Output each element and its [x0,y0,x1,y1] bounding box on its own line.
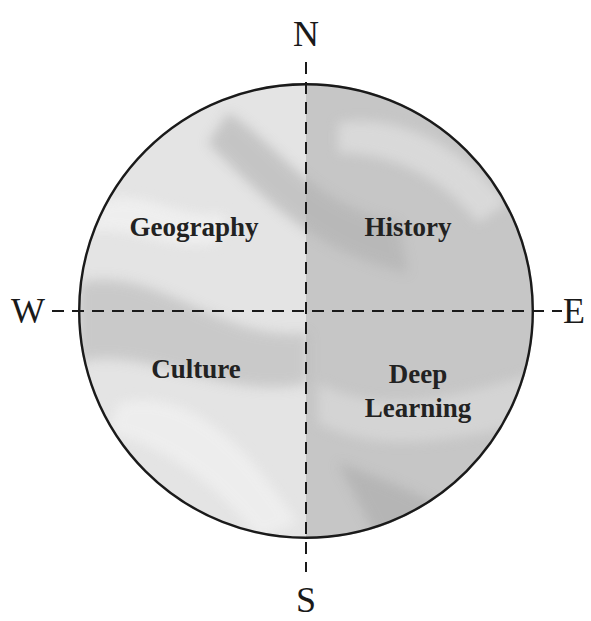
quadrant-label: Geography [129,211,258,245]
compass-letter: E [563,293,585,329]
quadrant-label: Culture [151,353,241,387]
quadrant-label: History [365,211,452,245]
quadrant-label: Deep Learning [343,358,493,426]
compass-letter: W [11,293,45,329]
compass-letter: N [293,16,319,52]
compass-letter: S [296,582,316,618]
